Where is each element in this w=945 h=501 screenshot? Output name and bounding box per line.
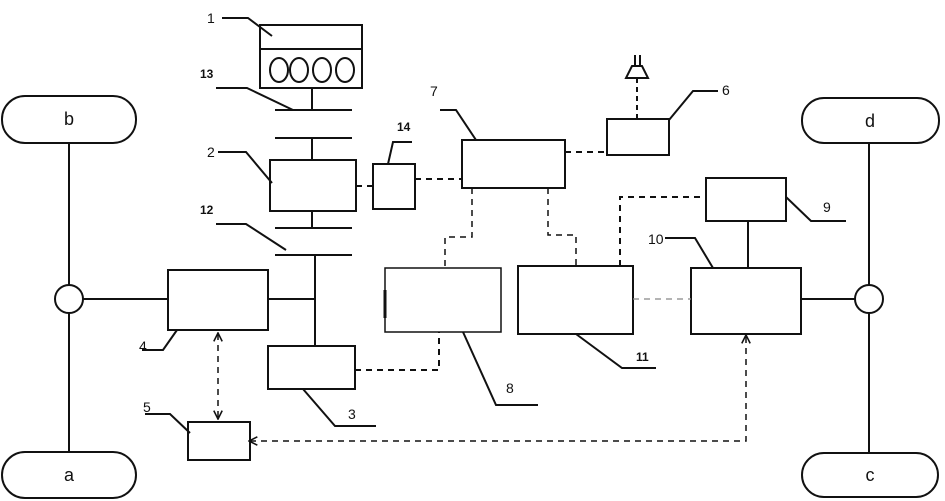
component-4-box	[168, 270, 268, 330]
component-9-box	[706, 178, 786, 221]
label-8: 8	[506, 380, 514, 396]
label-4: 4	[139, 338, 147, 354]
component-10-box	[691, 268, 801, 334]
wheel-a-label: a	[64, 465, 75, 485]
wheel-b-label: b	[64, 109, 74, 129]
component-7-box	[462, 140, 565, 188]
label-7: 7	[430, 83, 438, 99]
right-differential	[855, 285, 883, 313]
label-1: 1	[207, 10, 215, 26]
label-14: 14	[397, 120, 411, 134]
component-6-box	[607, 119, 669, 155]
component-14-box	[373, 164, 415, 209]
label-10: 10	[648, 231, 664, 247]
label-12: 12	[200, 203, 214, 217]
label-2: 2	[207, 144, 215, 160]
component-2-box	[270, 160, 356, 211]
charging-plug-icon	[626, 66, 648, 78]
component-5-box	[188, 422, 250, 460]
component-3-box	[268, 346, 355, 389]
component-11-box	[518, 266, 633, 334]
label-11: 11	[636, 350, 649, 364]
wheel-d-label: d	[865, 111, 875, 131]
engine-block	[260, 25, 362, 88]
label-3: 3	[348, 406, 356, 422]
wheel-c-label: c	[866, 465, 875, 485]
left-differential	[55, 285, 83, 313]
component-8-box	[385, 268, 501, 332]
label-13: 13	[200, 67, 214, 81]
label-9: 9	[823, 199, 831, 215]
label-6: 6	[722, 82, 730, 98]
label-5: 5	[143, 399, 151, 415]
